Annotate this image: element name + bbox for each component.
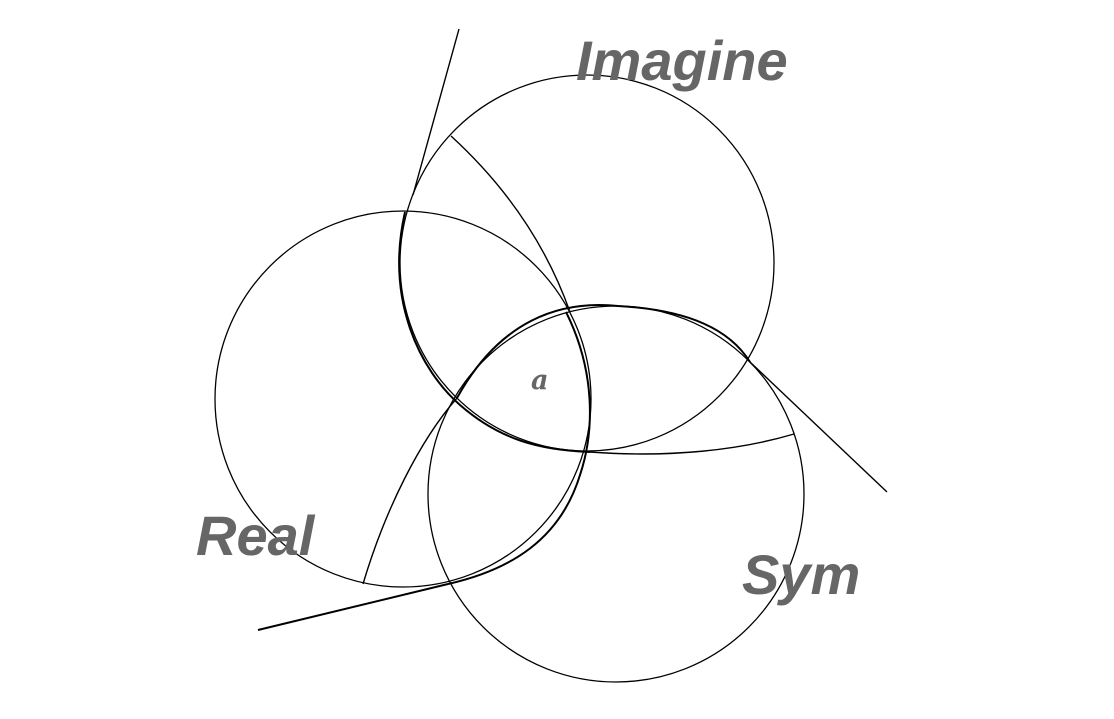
symbolic-label: Sym [742,543,860,606]
symbolic-outer-line [749,361,888,493]
real-inner-arc [447,311,591,585]
imaginary-outer-line [412,28,460,196]
symbolic-inner-arc [456,304,751,399]
real-label: Real [196,504,316,567]
symbolic-ring [427,305,805,683]
imaginary-inner-arc [398,211,591,453]
symbolic-curve [589,433,795,455]
real-outer-line [257,583,449,631]
imaginary-curve [450,135,571,313]
object-a-label: a [531,365,549,396]
real-ring [214,210,592,588]
imaginary-label: Imagine [576,29,788,92]
real-curve [362,397,458,585]
